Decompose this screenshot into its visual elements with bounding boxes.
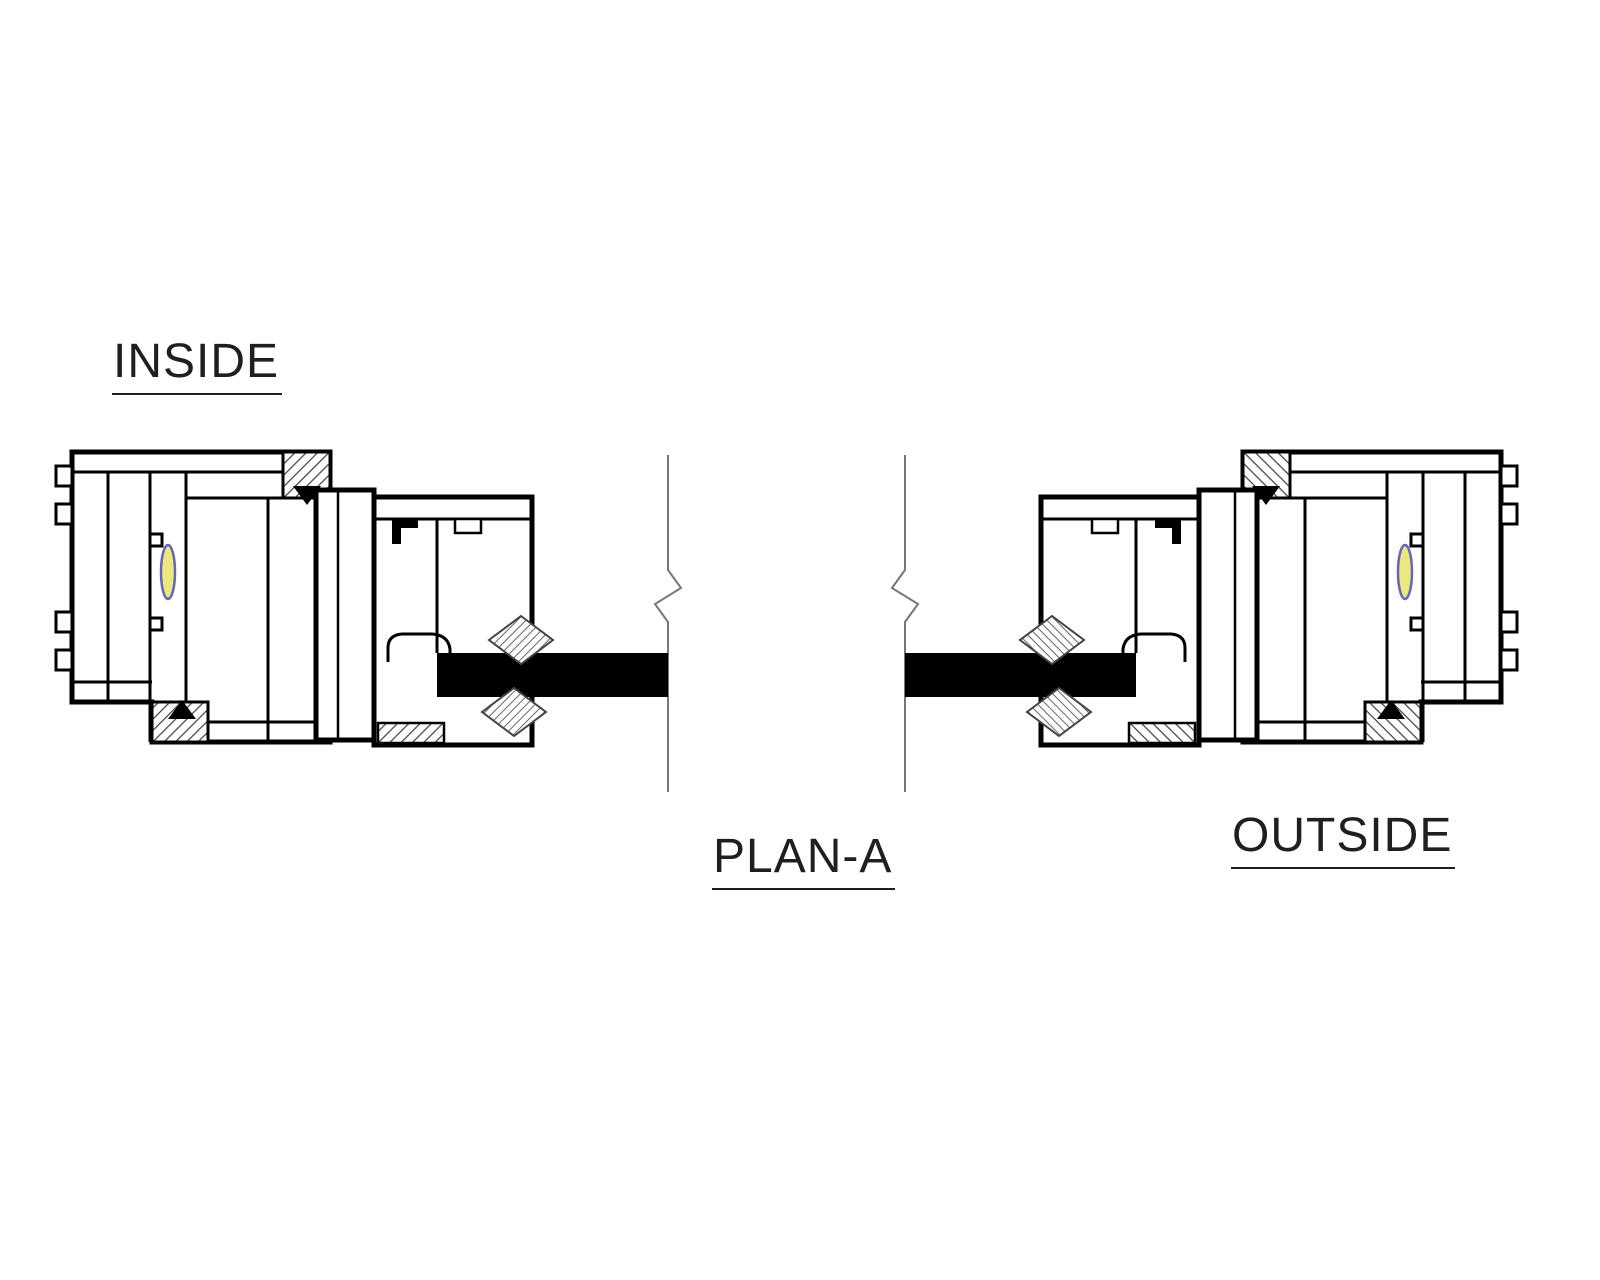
inside-label: INSIDE <box>112 338 283 395</box>
outside-label: OUTSIDE <box>1231 812 1456 869</box>
right-jamb-section <box>892 452 1517 792</box>
left-jamb-section <box>56 452 681 792</box>
plan-title: PLAN-A <box>712 833 896 890</box>
